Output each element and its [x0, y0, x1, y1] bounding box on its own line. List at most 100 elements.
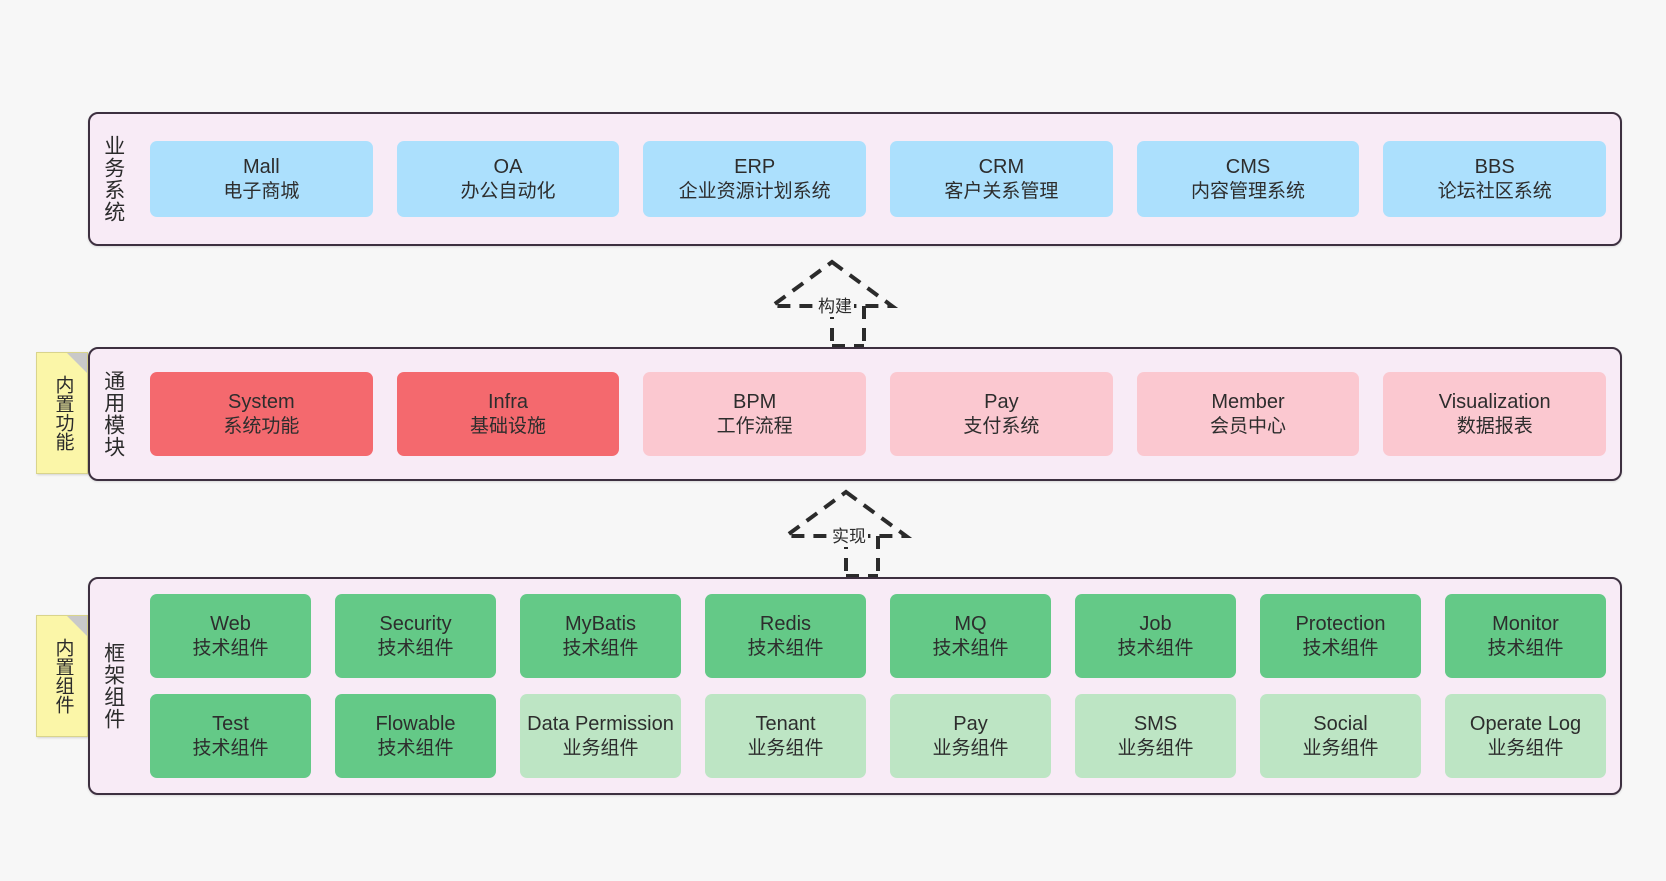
connector-implement: 实现 — [756, 488, 936, 578]
card-title: System — [227, 390, 295, 413]
card-security[interactable]: Security 技术组件 — [335, 594, 496, 678]
card-subtitle: 技术组件 — [1302, 637, 1379, 659]
connector-label-build: 构建 — [816, 292, 854, 317]
card-infra[interactable]: Infra 基础设施 — [396, 372, 620, 456]
card-title: SMS — [1133, 712, 1178, 735]
card-subtitle: 技术组件 — [377, 737, 454, 759]
card-mq[interactable]: MQ 技术组件 — [890, 594, 1051, 678]
card-bpm[interactable]: BPM 工作流程 — [643, 372, 867, 456]
framework-tech-row: Web 技术组件 Security 技术组件 MyBatis 技术组件 Redi… — [150, 594, 1606, 678]
card-subtitle: 业务组件 — [562, 737, 639, 759]
card-visualization[interactable]: Visualization 数据报表 — [1383, 372, 1607, 456]
card-subtitle: 内容管理系统 — [1191, 180, 1306, 202]
card-protection[interactable]: Protection 技术组件 — [1260, 594, 1421, 678]
card-title: Mall — [243, 155, 280, 178]
framework-business-row: Test 技术组件 Flowable 技术组件 Data Permission … — [150, 694, 1606, 778]
card-subtitle: 技术组件 — [1487, 637, 1564, 659]
card-title: BPM — [733, 390, 777, 413]
card-subtitle: 技术组件 — [377, 637, 454, 659]
card-subtitle: 工作流程 — [716, 415, 793, 437]
card-subtitle: 支付系统 — [963, 415, 1040, 437]
card-title: BBS — [1474, 155, 1515, 178]
card-tenant[interactable]: Tenant 业务组件 — [705, 694, 866, 778]
card-title: Infra — [487, 390, 529, 413]
card-data-permission[interactable]: Data Permission 业务组件 — [520, 694, 681, 778]
card-subtitle: 业务组件 — [747, 737, 824, 759]
layer-body-business: Mall 电子商城 OA 办公自动化 ERP 企业资源计划系统 CRM 客户关系… — [136, 114, 1620, 244]
layer-body-modules: System 系统功能 Infra 基础设施 BPM 工作流程 Pay 支付系统… — [136, 349, 1620, 479]
card-subtitle: 基础设施 — [470, 415, 547, 437]
card-subtitle: 业务组件 — [1117, 737, 1194, 759]
card-member[interactable]: Member 会员中心 — [1136, 372, 1360, 456]
card-title: MyBatis — [564, 612, 637, 635]
layer-business-system: 业务系统 Mall 电子商城 OA 办公自动化 ERP 企业资源计划系统 CRM… — [88, 112, 1622, 246]
card-subtitle: 电子商城 — [223, 180, 300, 202]
card-title: Redis — [759, 612, 812, 635]
card-title: Tenant — [755, 712, 816, 735]
card-title: Security — [379, 612, 452, 635]
note-builtin-components: 内置组件 — [36, 615, 88, 737]
card-test[interactable]: Test 技术组件 — [150, 694, 311, 778]
card-sms[interactable]: SMS 业务组件 — [1075, 694, 1236, 778]
card-crm[interactable]: CRM 客户关系管理 — [890, 141, 1113, 217]
card-social[interactable]: Social 业务组件 — [1260, 694, 1421, 778]
note-fold-corner-icon — [67, 353, 87, 373]
card-subtitle: 办公自动化 — [460, 180, 556, 202]
layer-common-modules: 通用模块 System 系统功能 Infra 基础设施 BPM 工作流程 Pay… — [88, 347, 1622, 481]
card-mybatis[interactable]: MyBatis 技术组件 — [520, 594, 681, 678]
connector-build: 构建 — [742, 258, 922, 348]
card-title: Pay — [953, 712, 988, 735]
card-subtitle: 业务组件 — [1302, 737, 1379, 759]
card-title: Member — [1211, 390, 1285, 413]
card-erp[interactable]: ERP 企业资源计划系统 — [643, 141, 867, 217]
card-operate-log[interactable]: Operate Log 业务组件 — [1445, 694, 1606, 778]
card-subtitle: 客户关系管理 — [944, 180, 1059, 202]
card-subtitle: 技术组件 — [747, 637, 824, 659]
card-subtitle: 论坛社区系统 — [1437, 180, 1552, 202]
card-title: CMS — [1225, 155, 1271, 178]
business-card-row: Mall 电子商城 OA 办公自动化 ERP 企业资源计划系统 CRM 客户关系… — [150, 141, 1607, 217]
card-title: ERP — [734, 155, 776, 178]
layer-body-framework: Web 技术组件 Security 技术组件 MyBatis 技术组件 Redi… — [136, 579, 1620, 793]
layer-framework-components: 框架组件 Web 技术组件 Security 技术组件 MyBatis 技术组件… — [88, 577, 1622, 795]
card-title: OA — [493, 155, 523, 178]
card-system[interactable]: System 系统功能 — [150, 372, 373, 456]
modules-card-row: System 系统功能 Infra 基础设施 BPM 工作流程 Pay 支付系统… — [150, 372, 1607, 456]
card-subtitle: 技术组件 — [1117, 637, 1194, 659]
card-bbs[interactable]: BBS 论坛社区系统 — [1383, 141, 1607, 217]
card-title: Visualization — [1438, 390, 1551, 413]
card-subtitle: 技术组件 — [192, 637, 269, 659]
card-subtitle: 业务组件 — [1487, 737, 1564, 759]
card-subtitle: 系统功能 — [223, 415, 300, 437]
layer-title-modules: 通用模块 — [101, 370, 125, 458]
card-cms[interactable]: CMS 内容管理系统 — [1136, 141, 1360, 217]
connector-label-implement: 实现 — [830, 522, 868, 547]
card-mall[interactable]: Mall 电子商城 — [150, 141, 373, 217]
card-redis[interactable]: Redis 技术组件 — [705, 594, 866, 678]
card-title: Web — [210, 612, 251, 635]
card-title: Flowable — [375, 712, 456, 735]
card-title: Social — [1313, 712, 1368, 735]
layer-title-framework: 框架组件 — [101, 642, 125, 730]
card-title: Protection — [1295, 612, 1386, 635]
card-web[interactable]: Web 技术组件 — [150, 594, 311, 678]
card-pay-component[interactable]: Pay 业务组件 — [890, 694, 1051, 778]
card-subtitle: 会员中心 — [1210, 415, 1287, 437]
note-builtin-features: 内置功能 — [36, 352, 88, 474]
card-title: CRM — [978, 155, 1025, 178]
card-job[interactable]: Job 技术组件 — [1075, 594, 1236, 678]
card-subtitle: 业务组件 — [932, 737, 1009, 759]
card-subtitle: 技术组件 — [562, 637, 639, 659]
card-subtitle: 技术组件 — [932, 637, 1009, 659]
card-oa[interactable]: OA 办公自动化 — [396, 141, 620, 217]
card-monitor[interactable]: Monitor 技术组件 — [1445, 594, 1606, 678]
card-flowable[interactable]: Flowable 技术组件 — [335, 694, 496, 778]
card-subtitle: 企业资源计划系统 — [678, 180, 831, 202]
card-title: Test — [212, 712, 249, 735]
card-title: Operate Log — [1469, 712, 1582, 735]
card-title: Monitor — [1492, 612, 1559, 635]
card-title: MQ — [954, 612, 987, 635]
card-pay[interactable]: Pay 支付系统 — [890, 372, 1113, 456]
layer-title-business: 业务系统 — [101, 135, 125, 223]
note-text: 内置组件 — [52, 638, 74, 714]
